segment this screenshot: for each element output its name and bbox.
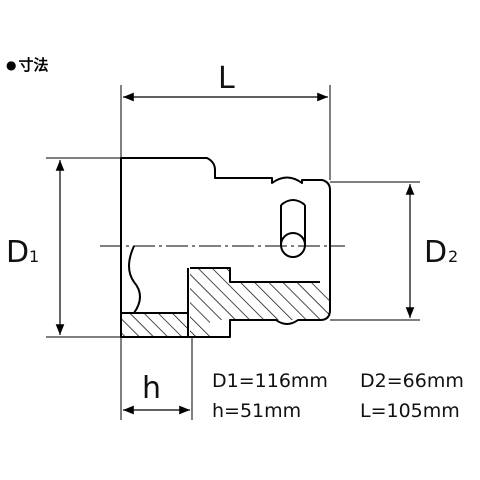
label-L: L: [218, 61, 235, 96]
section-hatch: [121, 268, 330, 337]
extension-lines: [46, 85, 420, 420]
dimensions-heading: ● 寸法: [6, 54, 49, 75]
spec-d2: D2=66mm: [360, 370, 464, 392]
heading-text: 寸法: [18, 56, 49, 74]
label-D2-sub: 2: [448, 247, 458, 266]
dimension-arrows: [55, 92, 415, 415]
spec-h: h=51mm: [212, 400, 302, 422]
socket-outline: [120, 157, 331, 338]
label-h: h: [142, 371, 161, 406]
spec-d1: D1=116mm: [212, 370, 328, 392]
bullet-icon: ●: [6, 57, 17, 72]
spec-l: L=105mm: [360, 400, 460, 422]
label-D2: D: [424, 235, 447, 270]
label-D1: D: [6, 235, 29, 270]
label-D1-sub: 1: [29, 247, 39, 266]
